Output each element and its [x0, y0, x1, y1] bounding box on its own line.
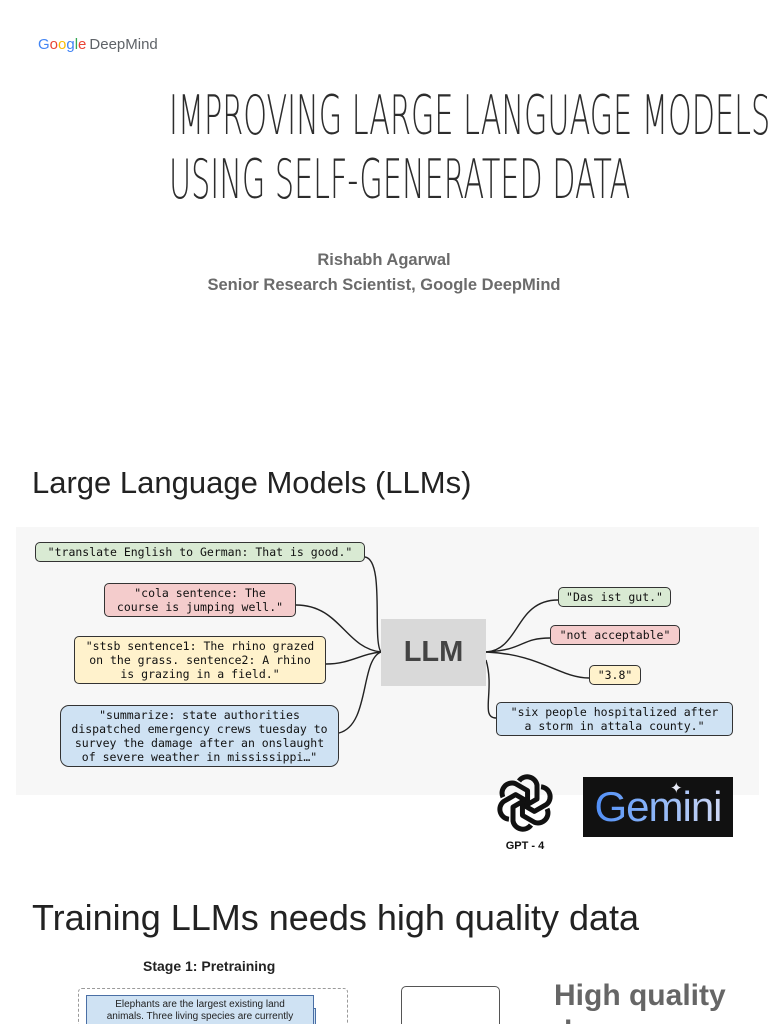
high-quality-data-text: High quality da [554, 979, 726, 1024]
slide-title: Improving large language models using se… [0, 84, 768, 224]
input-stsb: "stsb sentence1: The rhino grazed on the… [74, 636, 326, 684]
section-heading-llms: Large Language Models (LLMs) [32, 465, 472, 500]
author-block: Rishabh Agarwal Senior Research Scientis… [0, 248, 768, 298]
output-german: "Das ist gut." [558, 587, 671, 607]
title-line-2: using self-generated data [168, 148, 631, 211]
stage-label: Stage 1: Pretraining [143, 958, 276, 974]
pretraining-dashed-frame [78, 988, 348, 1024]
author-name: Rishabh Agarwal [317, 251, 451, 269]
output-stsb: "3.8" [589, 665, 641, 685]
gemini-logo: Gemini [583, 777, 733, 837]
title-line-1: Improving large language models [168, 84, 768, 147]
gpt4-label: GPT - 4 [505, 840, 545, 852]
section-heading-training: Training LLMs needs high quality data [32, 897, 640, 938]
openai-logo-icon [497, 774, 553, 832]
model-box [401, 986, 500, 1024]
input-cola: "cola sentence: The course is jumping we… [104, 583, 296, 617]
pretraining-text-snippet: Elephants are the largest existing land … [86, 995, 314, 1024]
output-cola: "not acceptable" [550, 625, 680, 645]
input-summarize: "summarize: state authorities dispatched… [60, 705, 339, 767]
input-translate: "translate English to German: That is go… [35, 542, 365, 562]
gemini-wordmark: Gemini [594, 783, 722, 830]
llm-block: LLM [381, 619, 486, 686]
sparkle-icon: ✦ [670, 779, 683, 797]
output-summary: "six people hospitalized after a storm i… [496, 702, 733, 736]
author-role: Senior Research Scientist, Google DeepMi… [207, 276, 561, 294]
